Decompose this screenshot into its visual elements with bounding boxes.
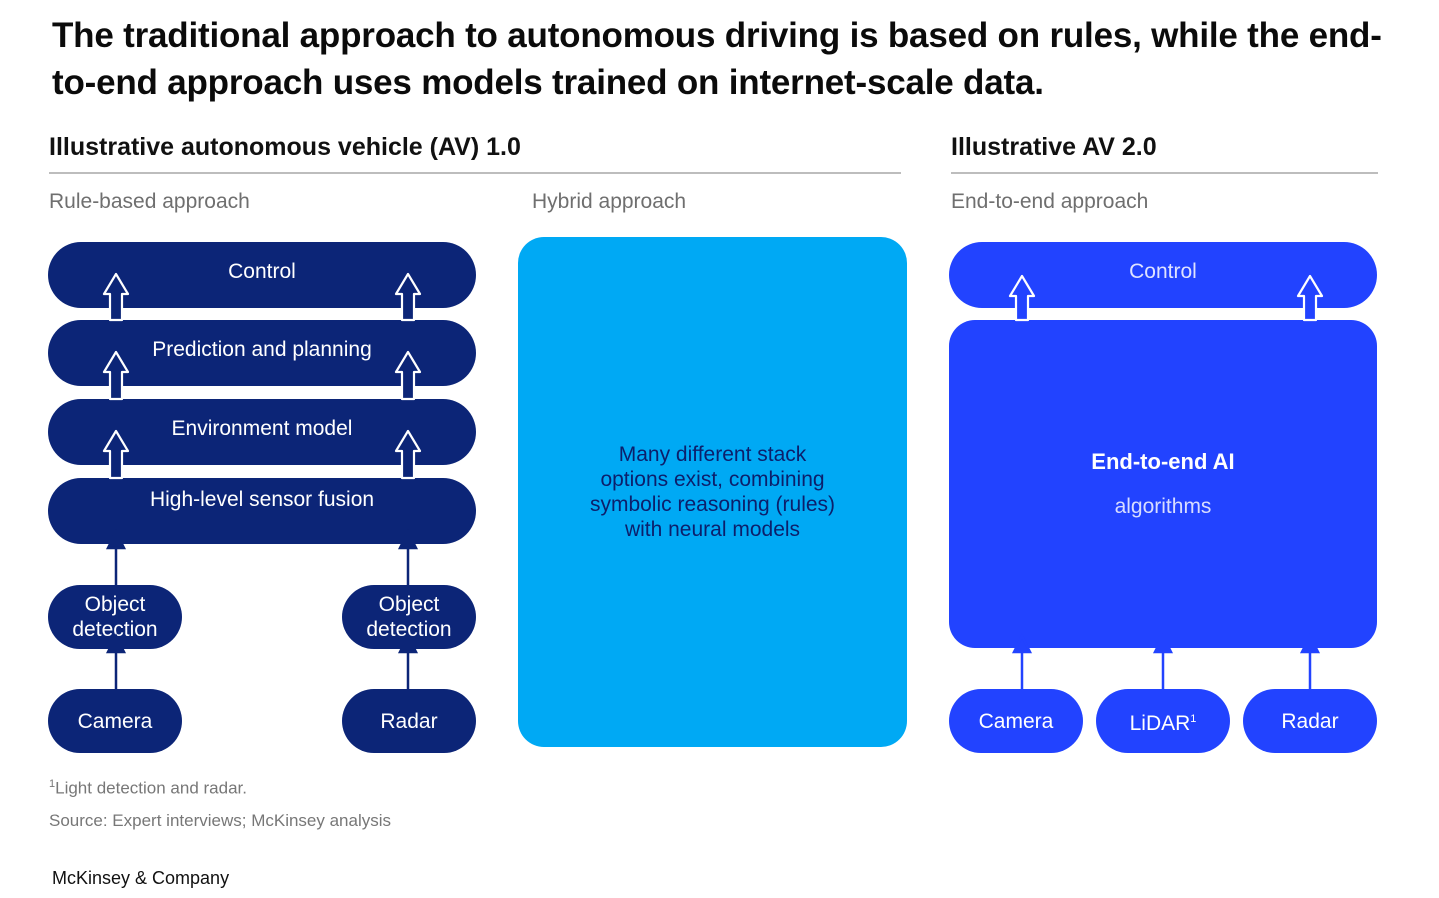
sensor-fusion-layer: High-level sensor fusion (48, 478, 476, 544)
object-detection-left: Object detection (48, 585, 182, 649)
av1-heading: Illustrative autonomous vehicle (AV) 1.0 (49, 133, 521, 161)
hybrid-approach-box: Many different stack options exist, comb… (518, 237, 907, 747)
rule-based-subheading: Rule-based approach (49, 190, 250, 213)
camera-sensor-av1: Camera (48, 689, 182, 753)
footnote: 1Light detection and radar. (49, 778, 247, 798)
radar-label-av2: Radar (1281, 709, 1339, 733)
radar-label-av1: Radar (380, 709, 438, 733)
sensor-fusion-label: High-level sensor fusion (149, 487, 375, 511)
control-label: Control (228, 259, 296, 283)
e2e-control-layer: Control (949, 242, 1377, 308)
prediction-planning-label: Prediction and planning (152, 337, 372, 361)
object-detection-right-label: Object detection (366, 593, 452, 641)
source-note: Source: Expert interviews; McKinsey anal… (49, 811, 392, 830)
object-detection-left-label: Object detection (72, 593, 158, 641)
control-layer: Control (48, 242, 476, 308)
environment-model-label: Environment model (171, 416, 353, 440)
lidar-label: LiDAR1 (1129, 711, 1197, 735)
end-to-end-ai-title: End-to-end AI (1091, 449, 1235, 474)
e2e-control-label: Control (1129, 259, 1197, 283)
radar-sensor-av1: Radar (342, 689, 476, 753)
radar-sensor-av2: Radar (1243, 689, 1377, 753)
object-detection-right: Object detection (342, 585, 476, 649)
camera-label-av1: Camera (77, 709, 153, 733)
hybrid-subheading: Hybrid approach (532, 190, 687, 213)
company-logo: McKinsey & Company (52, 868, 230, 888)
page-title: The traditional approach to autonomous d… (52, 16, 1382, 102)
end-to-end-subheading: End-to-end approach (951, 190, 1149, 213)
end-to-end-ai-box: End-to-end AI algorithms (949, 320, 1377, 648)
av1-divider (49, 172, 901, 174)
lidar-sensor: LiDAR1 (1096, 689, 1230, 753)
environment-model-layer: Environment model (48, 399, 476, 465)
end-to-end-ai-subtitle: algorithms (1114, 495, 1212, 518)
footnote-marker: 1 (49, 778, 56, 790)
av2-divider (951, 172, 1378, 174)
camera-sensor-av2: Camera (949, 689, 1083, 753)
camera-label-av2: Camera (978, 709, 1054, 733)
av2-heading: Illustrative AV 2.0 (951, 133, 1157, 161)
prediction-planning-layer: Prediction and planning (48, 320, 476, 386)
hybrid-description: Many different stack options exist, comb… (589, 443, 836, 541)
lidar-footnote-marker: 1 (1190, 712, 1197, 725)
